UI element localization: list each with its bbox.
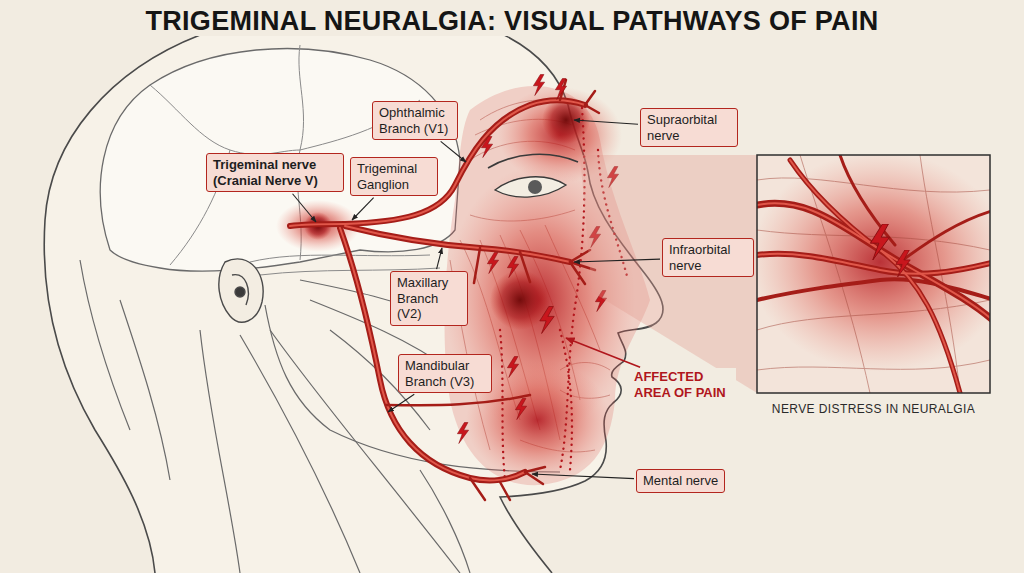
leader-line	[388, 394, 414, 412]
label-box: Supraorbital nerve	[640, 108, 738, 147]
leader-line	[352, 198, 374, 220]
label-text: Supraorbital nerve	[647, 112, 731, 143]
label-text: Trigeminal nerve (Cranial Nerve V)	[213, 157, 337, 188]
label-box: Mandibular Branch (V3)	[398, 354, 492, 393]
inset-caption: NERVE DISTRESS IN NEURALGIA	[757, 402, 990, 416]
skull-sutures	[150, 45, 440, 275]
label-box: Maxillary Branch (V2)	[390, 271, 468, 326]
label-box: Mental nerve	[636, 469, 725, 493]
label-box: Infraorbital nerve	[662, 238, 754, 277]
ear	[219, 259, 263, 322]
title-bar: TRIGEMINAL NEURALGIA: VISUAL PATHWAYS OF…	[0, 6, 1024, 37]
inset-detail	[750, 152, 1010, 393]
diagram-title: TRIGEMINAL NEURALGIA: VISUAL PATHWAYS OF…	[139, 6, 884, 36]
label-text: Mandibular Branch (V3)	[405, 358, 485, 389]
label-text: Trigeminal Ganglion	[357, 161, 431, 192]
label-text: Infraorbital nerve	[669, 242, 747, 273]
label-text: Ophthalmic Branch (V1)	[379, 105, 451, 136]
leader-line	[574, 259, 660, 262]
trigeminal-nerves	[290, 80, 599, 500]
leader-line	[532, 474, 634, 479]
leader-line	[566, 338, 640, 367]
zoom-wedge	[580, 155, 757, 393]
eye	[488, 154, 578, 197]
label-box: Ophthalmic Branch (V1)	[372, 101, 458, 140]
leader-line	[293, 194, 316, 222]
leader-line	[574, 120, 638, 124]
pain-area-label: AFFECTED AREA OF PAIN	[632, 368, 736, 401]
label-text: Mental nerve	[643, 473, 718, 489]
leader-line	[437, 248, 442, 269]
label-box: Trigeminal Ganglion	[350, 157, 438, 196]
label-text: Maxillary Branch (V2)	[397, 275, 461, 322]
label-box: Trigeminal nerve (Cranial Nerve V)	[206, 153, 344, 192]
pain-glow	[276, 87, 635, 480]
leader-line	[441, 141, 466, 162]
head-outline	[44, 7, 663, 573]
